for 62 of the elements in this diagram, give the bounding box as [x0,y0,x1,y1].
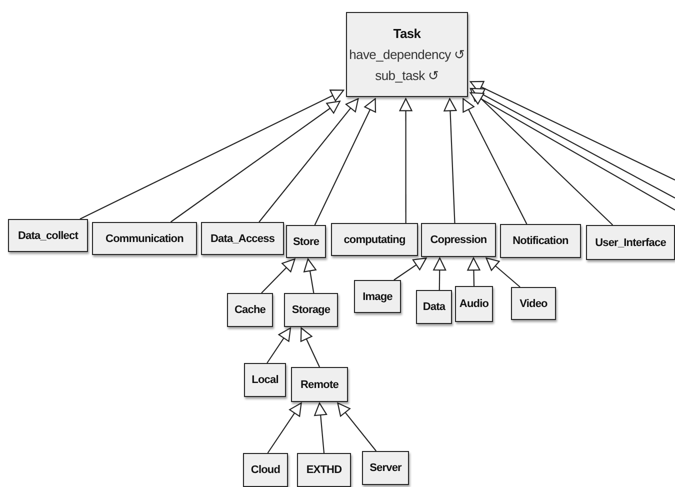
inheritance-arrow [300,327,320,368]
class-box [346,12,468,97]
inheritance-arrow [80,90,344,220]
inheritance-arrow [314,98,376,226]
class-name: Cloud [250,464,280,476]
class-box [201,222,284,255]
inheritance-arrow [470,80,675,180]
class-name: Local [252,374,278,386]
class-name: Remote [300,378,338,390]
class-name: Data_collect [18,230,78,242]
class-name: Copression [430,234,487,246]
class-name: Cache [234,304,266,316]
class-box [586,225,675,260]
class-name: Server [370,462,402,474]
class-name: User_Interface [595,236,666,248]
class-box [297,453,351,487]
inheritance-arrow [433,257,446,290]
inheritance-arrow [337,402,377,452]
class-name: Task [393,25,421,43]
class-box [416,290,452,324]
inheritance-arrow [394,257,427,280]
inheritance-arrow [266,327,292,364]
class-name: computating [344,234,406,246]
class-name: EXTHD [306,464,342,476]
class-box [291,367,348,402]
attribute-text: sub_task ↺ [375,67,439,85]
class-box [8,219,88,252]
class-box [500,224,581,258]
class-box [331,223,418,256]
inheritance-arrow [486,257,520,288]
inheritance-arrow [314,402,328,454]
class-name: Data_Access [210,232,275,244]
inheritance-arrow [170,100,340,222]
class-name: Notification [512,235,568,247]
class-name: Data [422,301,446,313]
class-box [362,451,409,485]
class-box [286,225,326,258]
class-name: Store [292,236,320,248]
inheritance-arrow [470,88,614,226]
class-name: Communication [106,232,184,244]
class-name: Storage [292,304,330,316]
inheritance-arrow [467,257,480,286]
class-box [243,453,288,487]
inheritance-arrow [304,258,316,294]
class-box [421,223,496,257]
class-box [511,287,556,320]
attribute-text: have_dependency ↺ [349,46,465,64]
class-name: Video [520,298,548,310]
inheritance-arrow [267,402,302,454]
class-box [354,280,401,313]
class-name: Image [362,290,392,302]
inheritance-arrow [399,98,412,223]
inheritance-arrow [444,98,457,224]
inheritance-arrow [261,258,296,294]
class-box [244,363,286,397]
inheritance-arrow [258,98,359,222]
class-box [455,286,493,322]
class-box [284,293,338,327]
class-name: Audio [459,298,489,310]
class-box [227,293,273,327]
class-box [92,222,197,255]
inheritance-arrow [462,98,528,224]
